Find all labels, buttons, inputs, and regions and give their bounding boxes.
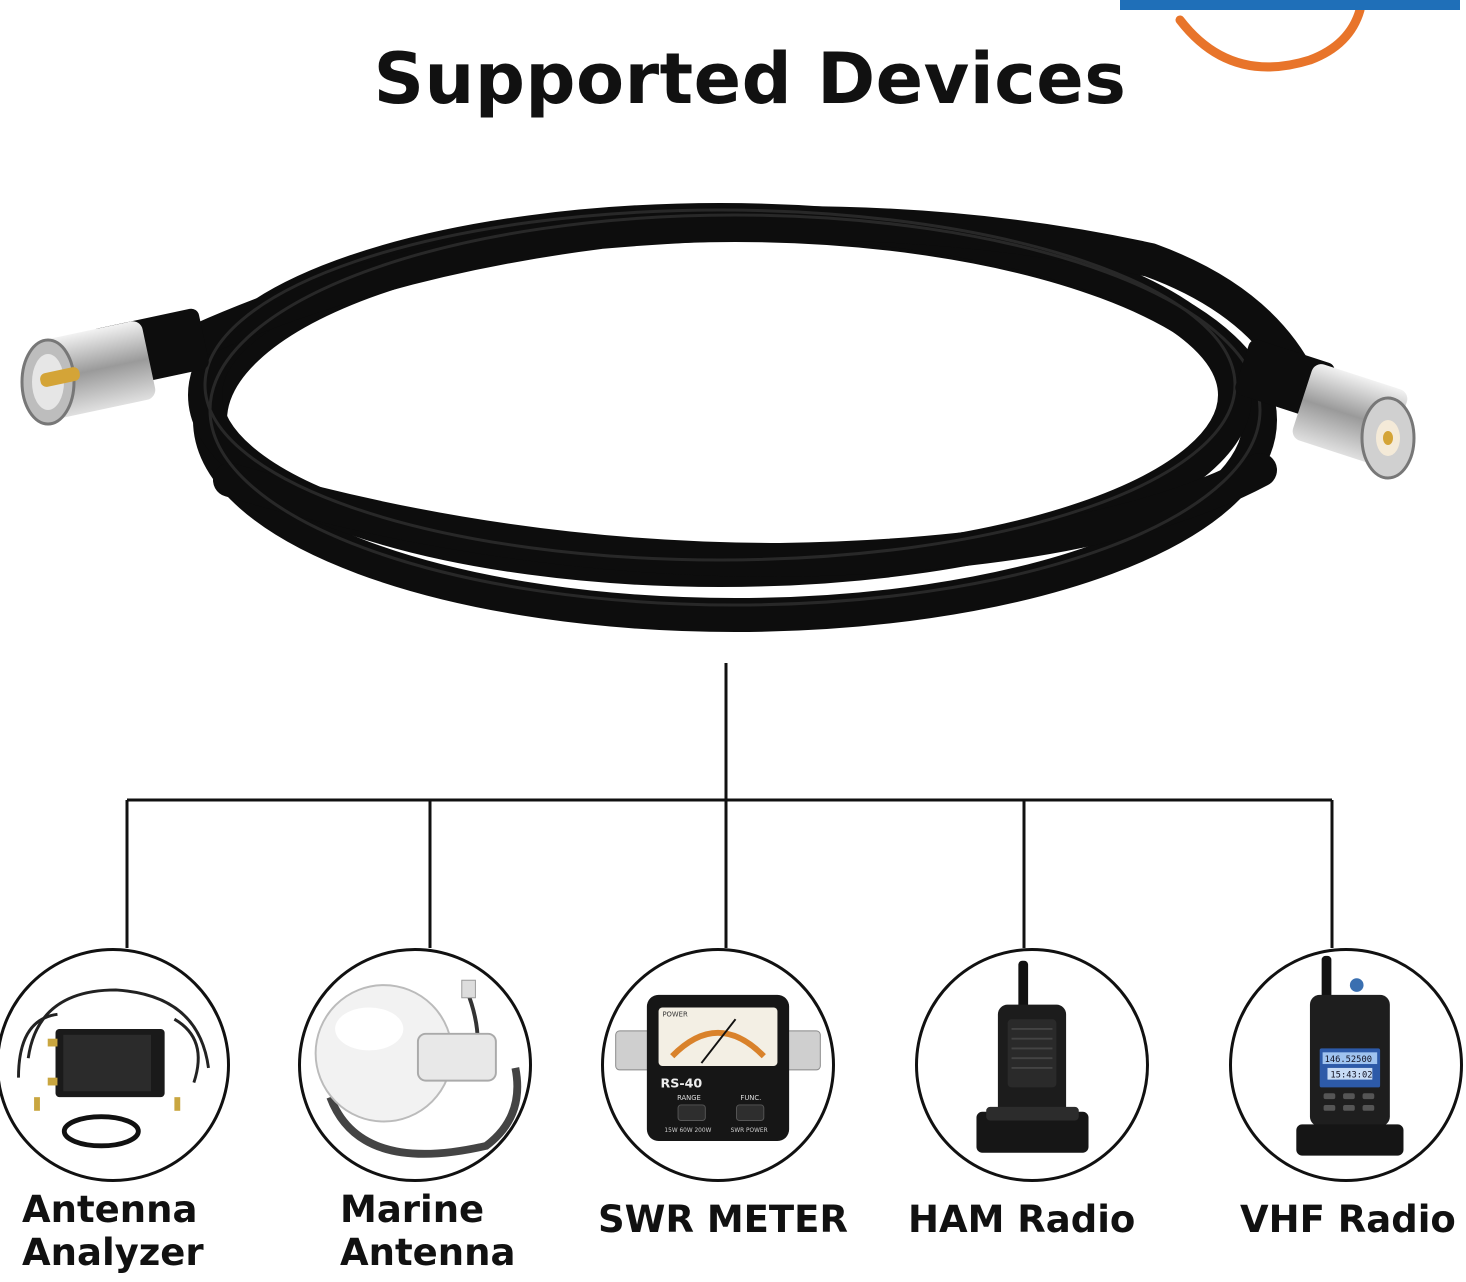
screen-time-text: 15:43:02 [1330,1071,1372,1081]
screen-frequency-text: 146.52500 [1325,1055,1372,1065]
label-swr-meter: SWR METER [598,1198,848,1241]
label-ham-radio: HAM Radio [908,1198,1135,1241]
brand-logo [1120,0,1460,72]
device-circle-antenna-analyzer [0,948,230,1182]
device-circle-ham-radio [915,948,1149,1182]
label-vhf-radio: VHF Radio [1240,1198,1456,1241]
ham-radio-icon [976,960,1089,1153]
meter-model-text: RS-40 [661,1075,703,1090]
swr-meter-icon: POWER RS-40 RANGE FUNC. 15W 60W 200W SWR… [615,994,821,1141]
label-line: Marine [340,1188,485,1231]
label-line: SWR METER [598,1198,848,1241]
meter-range-values: 15W 60W 200W [664,1128,711,1134]
meter-func-text: FUNC. [740,1094,761,1102]
page-title: Supported Devices [373,38,1127,120]
label-marine-antenna: Marine Antenna [340,1188,515,1274]
coaxial-cable-image [20,203,1416,632]
marine-antenna-icon [314,979,522,1158]
device-circle-marine-antenna [298,948,532,1182]
device-circle-swr-meter: POWER RS-40 RANGE FUNC. 15W 60W 200W SWR… [601,948,835,1182]
device-circle-vhf-radio: 146.52500 15:43:02 [1229,948,1463,1182]
meter-power-text: POWER [662,1010,688,1018]
meter-func-values: SWR POWER [731,1128,768,1134]
label-line: Antenna [22,1188,198,1231]
label-line: Analyzer [22,1231,204,1274]
meter-range-text: RANGE [677,1094,701,1102]
male-connector-icon [20,308,209,426]
label-line: HAM Radio [908,1198,1136,1241]
label-antenna-analyzer: Antenna Analyzer [22,1188,204,1274]
female-connector-icon [1235,339,1416,480]
vhf-radio-icon: 146.52500 15:43:02 [1296,955,1404,1156]
label-line: Antenna [340,1231,516,1274]
label-line: VHF Radio [1240,1198,1456,1241]
antenna-analyzer-icon [17,988,210,1149]
